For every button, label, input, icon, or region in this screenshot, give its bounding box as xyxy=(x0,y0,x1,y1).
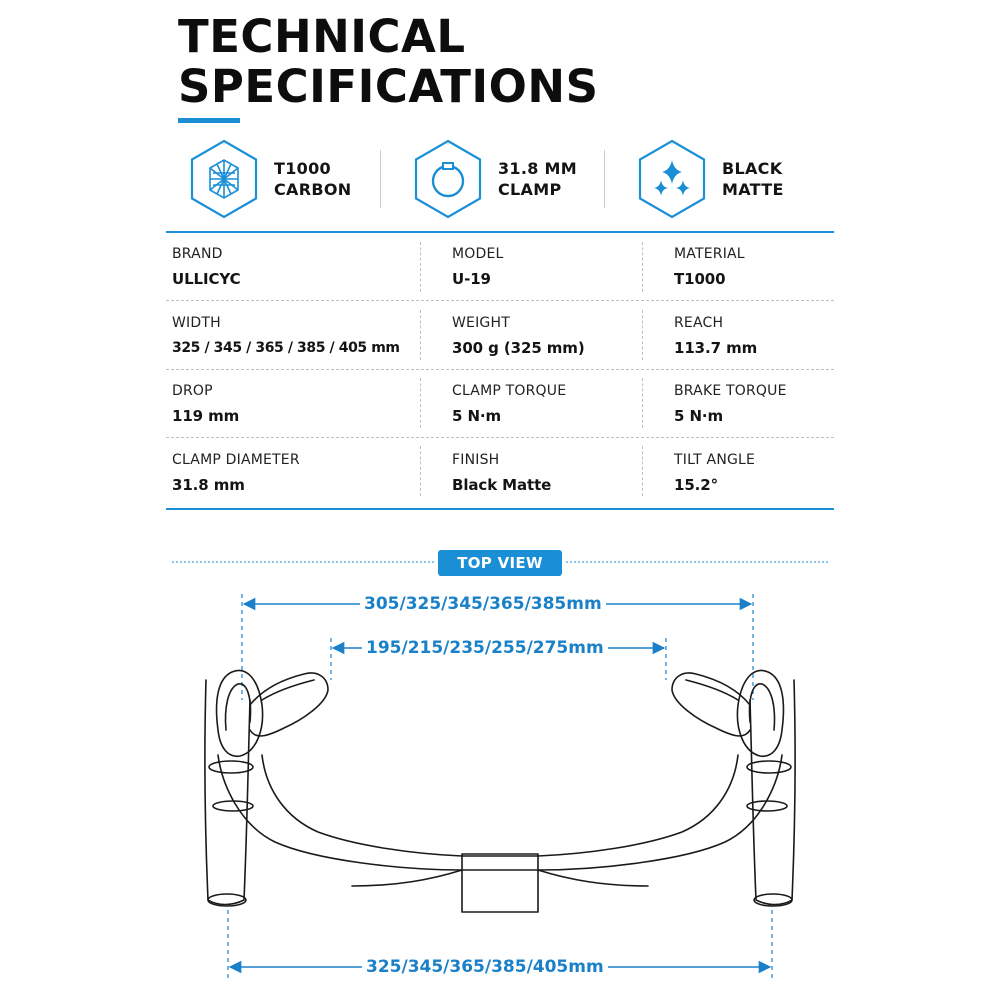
spec-value: ULLICYC xyxy=(172,270,241,288)
spec-width: WIDTH 325 / 345 / 365 / 385 / 405 mm xyxy=(172,303,412,369)
spec-value: 31.8 mm xyxy=(172,476,245,494)
spec-value: 5 N·m xyxy=(452,407,502,425)
top-view-line-left xyxy=(172,561,434,563)
spec-brand: BRAND ULLICYC xyxy=(172,234,412,300)
feature-clamp-line2: CLAMP xyxy=(498,180,562,199)
spec-value: U-19 xyxy=(452,270,491,288)
row-divider xyxy=(166,300,834,301)
spec-clamp-diameter: CLAMP DIAMETER 31.8 mm xyxy=(172,440,412,506)
spec-label: TILT ANGLE xyxy=(674,452,756,468)
top-view-line-right xyxy=(566,561,828,563)
feature-divider xyxy=(604,150,605,208)
spec-label: WIDTH xyxy=(172,315,221,331)
title-line-1: TECHNICAL xyxy=(178,10,466,63)
col-divider xyxy=(420,310,421,360)
title-line-2: SPECIFICATIONS xyxy=(178,60,599,113)
spec-drop: DROP 119 mm xyxy=(172,371,412,437)
spec-value: Black Matte xyxy=(452,476,552,494)
col-divider xyxy=(642,446,643,496)
feature-highlights: T1000 CARBON 31.8 MM CLAMP BLACK MATTE xyxy=(166,128,834,232)
spec-weight: WEIGHT 300 g (325 mm) xyxy=(452,303,642,369)
col-divider xyxy=(420,242,421,292)
col-divider xyxy=(420,446,421,496)
page-title: TECHNICAL SPECIFICATIONS xyxy=(178,12,599,112)
spec-value: 15.2° xyxy=(674,476,719,494)
feature-finish-line2: MATTE xyxy=(722,180,784,199)
feature-carbon-line2: CARBON xyxy=(274,180,352,199)
dim-label-bottom: 325/345/365/385/405mm xyxy=(362,956,608,978)
top-view-badge: TOP VIEW xyxy=(438,550,562,576)
table-top-rule xyxy=(166,231,834,233)
carbon-weave-icon xyxy=(190,139,258,219)
spec-label: CLAMP DIAMETER xyxy=(172,452,300,468)
spec-model: MODEL U-19 xyxy=(452,234,642,300)
spec-label: CLAMP TORQUE xyxy=(452,383,567,399)
spec-material: MATERIAL T1000 xyxy=(674,234,834,300)
col-divider xyxy=(642,242,643,292)
title-underline xyxy=(178,118,240,123)
table-bottom-rule xyxy=(166,508,834,510)
row-divider xyxy=(166,437,834,438)
feature-clamp: 31.8 MM CLAMP xyxy=(412,138,577,220)
col-divider xyxy=(642,310,643,360)
feature-clamp-line1: 31.8 MM xyxy=(498,159,577,178)
handlebar-outline xyxy=(204,669,796,913)
dim-label-outer-top: 305/325/345/365/385mm xyxy=(360,593,606,615)
spec-clamp-torque: CLAMP TORQUE 5 N·m xyxy=(452,371,642,437)
spec-value: 119 mm xyxy=(172,407,240,425)
col-divider xyxy=(642,378,643,428)
feature-carbon-line1: T1000 xyxy=(274,159,331,178)
spec-label: BRAND xyxy=(172,246,223,262)
spec-value: 5 N·m xyxy=(674,407,724,425)
clamp-ring-icon xyxy=(414,139,482,219)
col-divider xyxy=(420,378,421,428)
spec-label: MATERIAL xyxy=(674,246,745,262)
spec-label: MODEL xyxy=(452,246,504,262)
spec-table: BRAND ULLICYC MODEL U-19 MATERIAL T1000 … xyxy=(166,234,834,508)
spec-label: BRAKE TORQUE xyxy=(674,383,787,399)
feature-finish: BLACK MATTE xyxy=(636,138,784,220)
spec-value: T1000 xyxy=(674,270,726,288)
row-divider xyxy=(166,369,834,370)
sparkle-icon xyxy=(638,139,706,219)
spec-label: FINISH xyxy=(452,452,500,468)
feature-carbon: T1000 CARBON xyxy=(188,138,351,220)
spec-tilt-angle: TILT ANGLE 15.2° xyxy=(674,440,834,506)
handlebar-top-view-diagram: 305/325/345/365/385mm 195/215/235/255/27… xyxy=(0,580,1000,1000)
spec-label: DROP xyxy=(172,383,213,399)
spec-reach: REACH 113.7 mm xyxy=(674,303,834,369)
spec-label: WEIGHT xyxy=(452,315,510,331)
spec-label: REACH xyxy=(674,315,724,331)
spec-brake-torque: BRAKE TORQUE 5 N·m xyxy=(674,371,834,437)
dim-label-inner: 195/215/235/255/275mm xyxy=(362,637,608,659)
feature-finish-line1: BLACK xyxy=(722,159,783,178)
spec-value: 325 / 345 / 365 / 385 / 405 mm xyxy=(172,340,400,356)
dimension-guides xyxy=(227,594,773,978)
spec-value: 113.7 mm xyxy=(674,339,758,357)
feature-divider xyxy=(380,150,381,208)
handlebar-drawing xyxy=(204,594,796,978)
spec-value: 300 g (325 mm) xyxy=(452,339,585,357)
spec-finish: FINISH Black Matte xyxy=(452,440,642,506)
